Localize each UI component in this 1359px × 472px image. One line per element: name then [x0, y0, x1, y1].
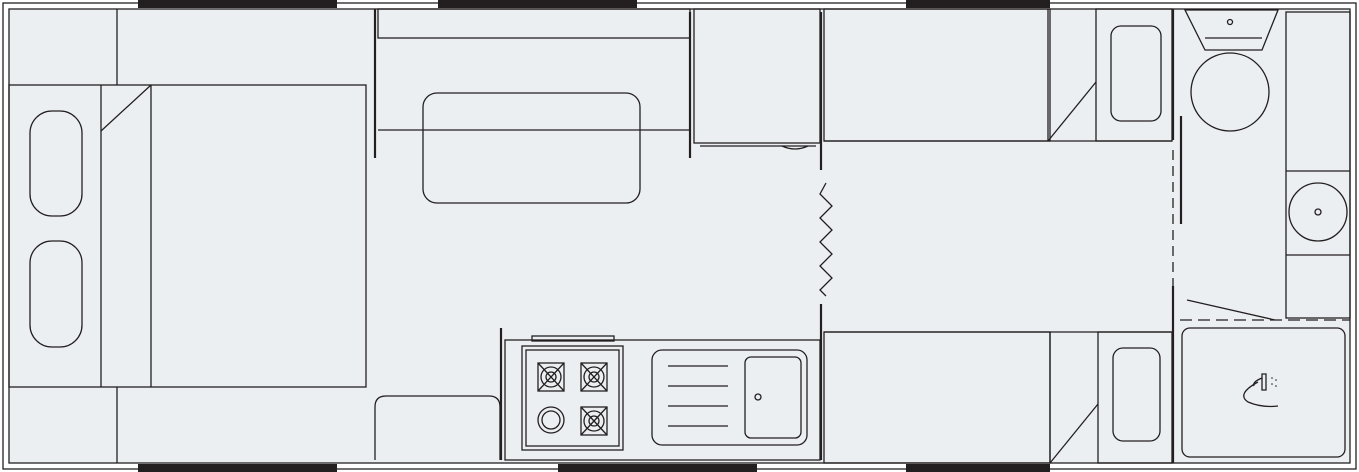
double-bed [8, 84, 367, 388]
toilet-icon [1183, 9, 1279, 132]
window-bottom-3 [906, 464, 1050, 472]
drainer [668, 365, 728, 427]
window-bottom-1 [138, 464, 337, 472]
window-bottom-2 [558, 464, 757, 472]
windows [138, 0, 1050, 472]
hotplate-icon [537, 406, 565, 434]
ensuite-walls [1171, 9, 1350, 463]
drain-icon [754, 393, 762, 401]
gas-burner-icon [537, 362, 565, 392]
fridge-cabinet [693, 8, 823, 170]
window-top-1 [138, 0, 337, 8]
shower-head-icon [1243, 373, 1279, 408]
gas-burner-icon [580, 406, 608, 436]
gas-burner-icon [580, 362, 608, 392]
sink-icon [744, 356, 802, 439]
kitchen-bench [499, 304, 823, 461]
window-top-2 [438, 0, 637, 8]
pillow-2 [29, 240, 83, 348]
dinette [377, 8, 692, 204]
basin-icon [1288, 182, 1348, 242]
sink-unit [651, 349, 808, 446]
pillow-1 [29, 110, 83, 217]
bedroom [8, 9, 501, 463]
cooktop [521, 345, 624, 451]
shower [1181, 327, 1346, 458]
dinette-table [422, 92, 641, 204]
concertina-divider [819, 182, 833, 297]
vanity [1285, 11, 1351, 319]
bedroom-seat [374, 395, 501, 460]
window-top-3 [906, 0, 1050, 8]
